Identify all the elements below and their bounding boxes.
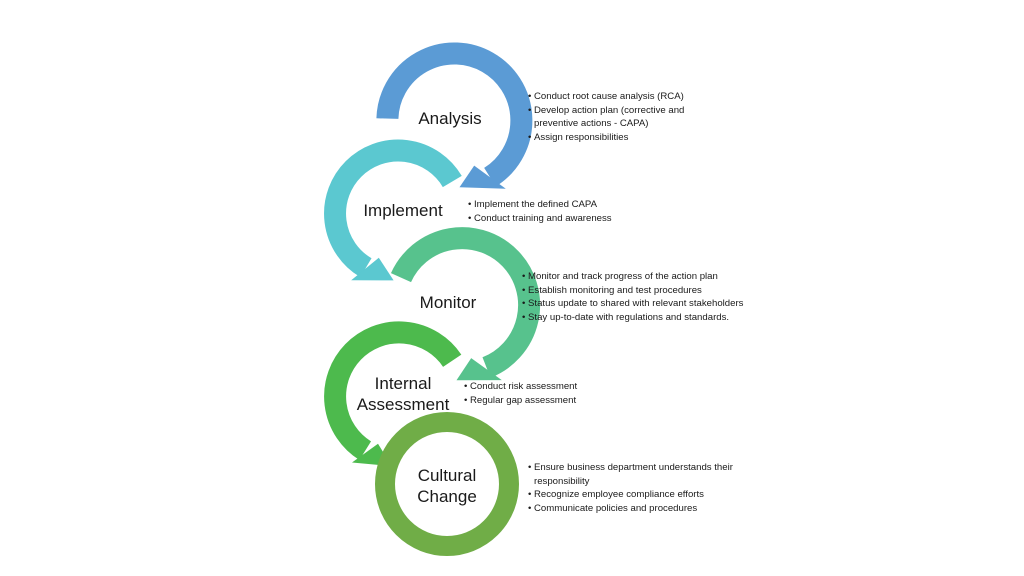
list-item: Communicate policies and procedures — [528, 502, 748, 516]
stage-title-implement: Implement — [363, 201, 443, 220]
list-item: Stay up-to-date with regulations and sta… — [522, 311, 782, 325]
list-item: Regular gap assessment — [464, 394, 644, 408]
analysis-bullet-list: Conduct root cause analysis (RCA) Develo… — [528, 90, 703, 144]
cultural-change-bullet-list: Ensure business department understands t… — [528, 461, 748, 515]
list-item: Recognize employee compliance efforts — [528, 488, 748, 502]
list-item: Ensure business department understands t… — [528, 461, 748, 488]
monitor-arrow-arc — [390, 227, 541, 381]
list-item: Conduct risk assessment — [464, 380, 644, 394]
list-item: Implement the defined CAPA — [468, 198, 668, 212]
cultural-change-ring — [375, 412, 519, 556]
list-item: Develop action plan (corrective and prev… — [528, 104, 703, 131]
implement-arrow-arc — [324, 139, 462, 281]
list-item: Assign responsibilities — [528, 131, 703, 145]
list-item: Status update to shared with relevant st… — [522, 297, 782, 311]
analysis-arrow-arc — [376, 42, 533, 189]
internal-assessment-bullet-list: Conduct risk assessment Regular gap asse… — [464, 380, 644, 407]
list-item: Monitor and track progress of the action… — [522, 270, 782, 284]
list-item: Conduct root cause analysis (RCA) — [528, 90, 703, 104]
list-item: Conduct training and awareness — [468, 212, 668, 226]
stage-title-cultural-change: Cultural Change — [417, 466, 477, 506]
stage-title-monitor: Monitor — [419, 293, 477, 312]
implement-bullet-list: Implement the defined CAPA Conduct train… — [468, 198, 668, 225]
monitor-bullet-list: Monitor and track progress of the action… — [522, 270, 782, 324]
list-item: Establish monitoring and test procedures — [522, 284, 782, 298]
stage-title-analysis: Analysis — [418, 109, 482, 128]
stage-title-internal-assessment: Internal Assessment — [356, 374, 450, 414]
